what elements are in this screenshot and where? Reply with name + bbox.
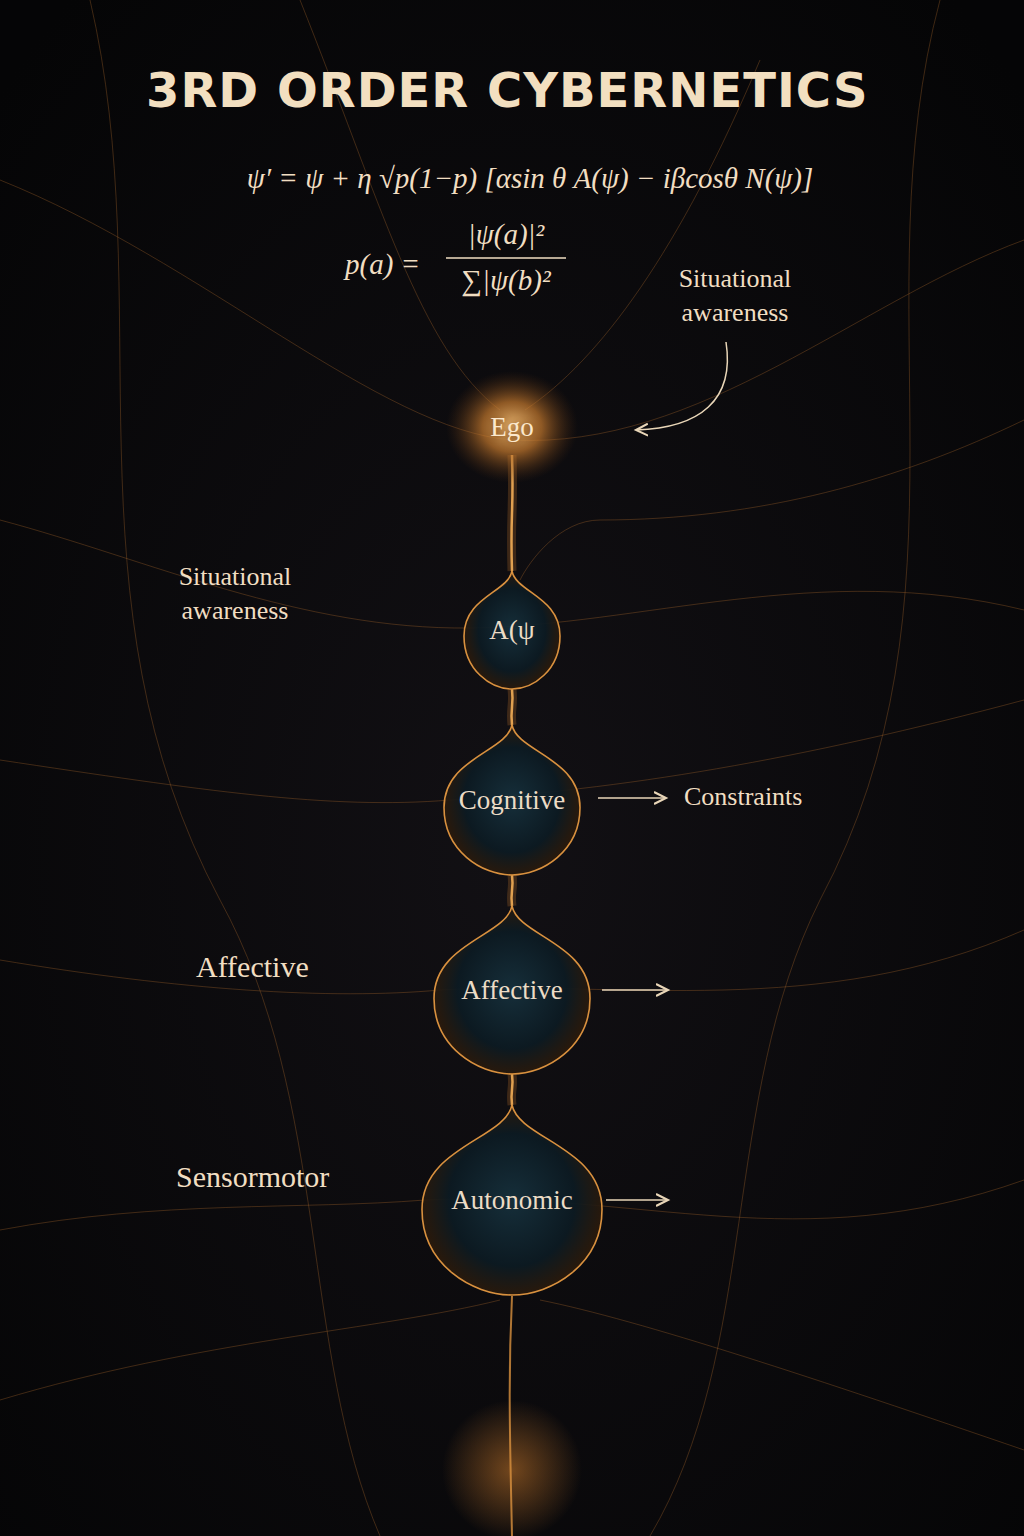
neck-glow: [511, 689, 512, 725]
neck-connector: [511, 689, 512, 725]
level-bulb: Cognitive: [444, 725, 580, 875]
node-label: A(ψ: [489, 615, 534, 646]
neck-connector: [511, 1074, 512, 1105]
constraints-label: Constraints: [684, 780, 884, 814]
title: 3RD ORDER CYBERNETICS: [146, 62, 869, 118]
node-label: Autonomic: [451, 1185, 573, 1216]
neck-glow: [511, 875, 512, 906]
level-bulb: A(ψ: [464, 571, 560, 689]
situational-label: Situational awareness: [140, 560, 330, 628]
level-bulb: Affective: [434, 906, 590, 1074]
ego-orb: Ego: [457, 387, 567, 467]
situational-label: Situational awareness: [640, 262, 830, 330]
equation-lhs: p(a) =: [345, 246, 435, 284]
level-bulb: Autonomic: [422, 1105, 602, 1295]
pointer-arrows: [598, 342, 727, 1200]
node-label: Affective: [461, 975, 562, 1006]
node-label: Cognitive: [459, 785, 566, 816]
level-label: Sensormotor: [176, 1157, 396, 1196]
fraction-bar: [446, 257, 566, 259]
fraction-denominator: ∑|ψ(b)²: [426, 262, 586, 300]
level-label: Affective: [196, 947, 366, 986]
node-label: Ego: [490, 412, 534, 443]
neck-connector: [511, 875, 512, 906]
equation: ψ′ = ψ + η √p(1−p) [αsin θ A(ψ) − iβcosθ…: [150, 160, 910, 198]
neck-glow: [511, 1074, 512, 1105]
fraction-numerator: |ψ(a)|²: [426, 216, 586, 254]
